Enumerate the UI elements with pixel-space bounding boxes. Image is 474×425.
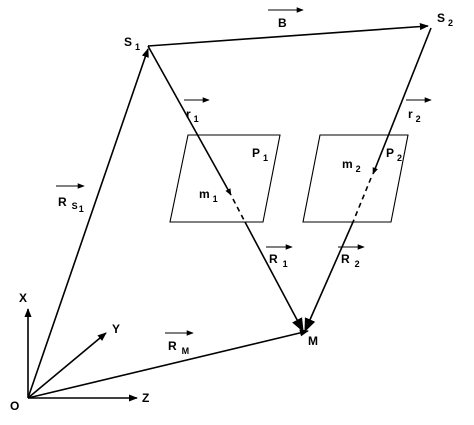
vector-rs1-line <box>27 48 149 399</box>
image-plane-p2 <box>302 134 409 223</box>
vector-b-line <box>147 22 429 47</box>
label-m: M <box>308 334 318 348</box>
label-o: O <box>10 399 19 413</box>
vector-rm-line <box>27 329 309 399</box>
ray-s2-dashed <box>352 177 372 223</box>
vector-R1-line <box>244 221 304 333</box>
vector-R2-line <box>304 221 354 333</box>
label-axis-y: Y <box>112 322 120 336</box>
label-axis-x: X <box>19 291 27 305</box>
label-axis-z: Z <box>142 391 149 405</box>
axis-y-arrow <box>27 332 107 399</box>
vector-r2-line <box>372 27 432 175</box>
label-vector-b: B <box>278 16 287 30</box>
vector-r1-line <box>147 45 232 196</box>
image-plane-p1 <box>169 134 281 223</box>
ray-s1-dashed <box>232 198 246 223</box>
